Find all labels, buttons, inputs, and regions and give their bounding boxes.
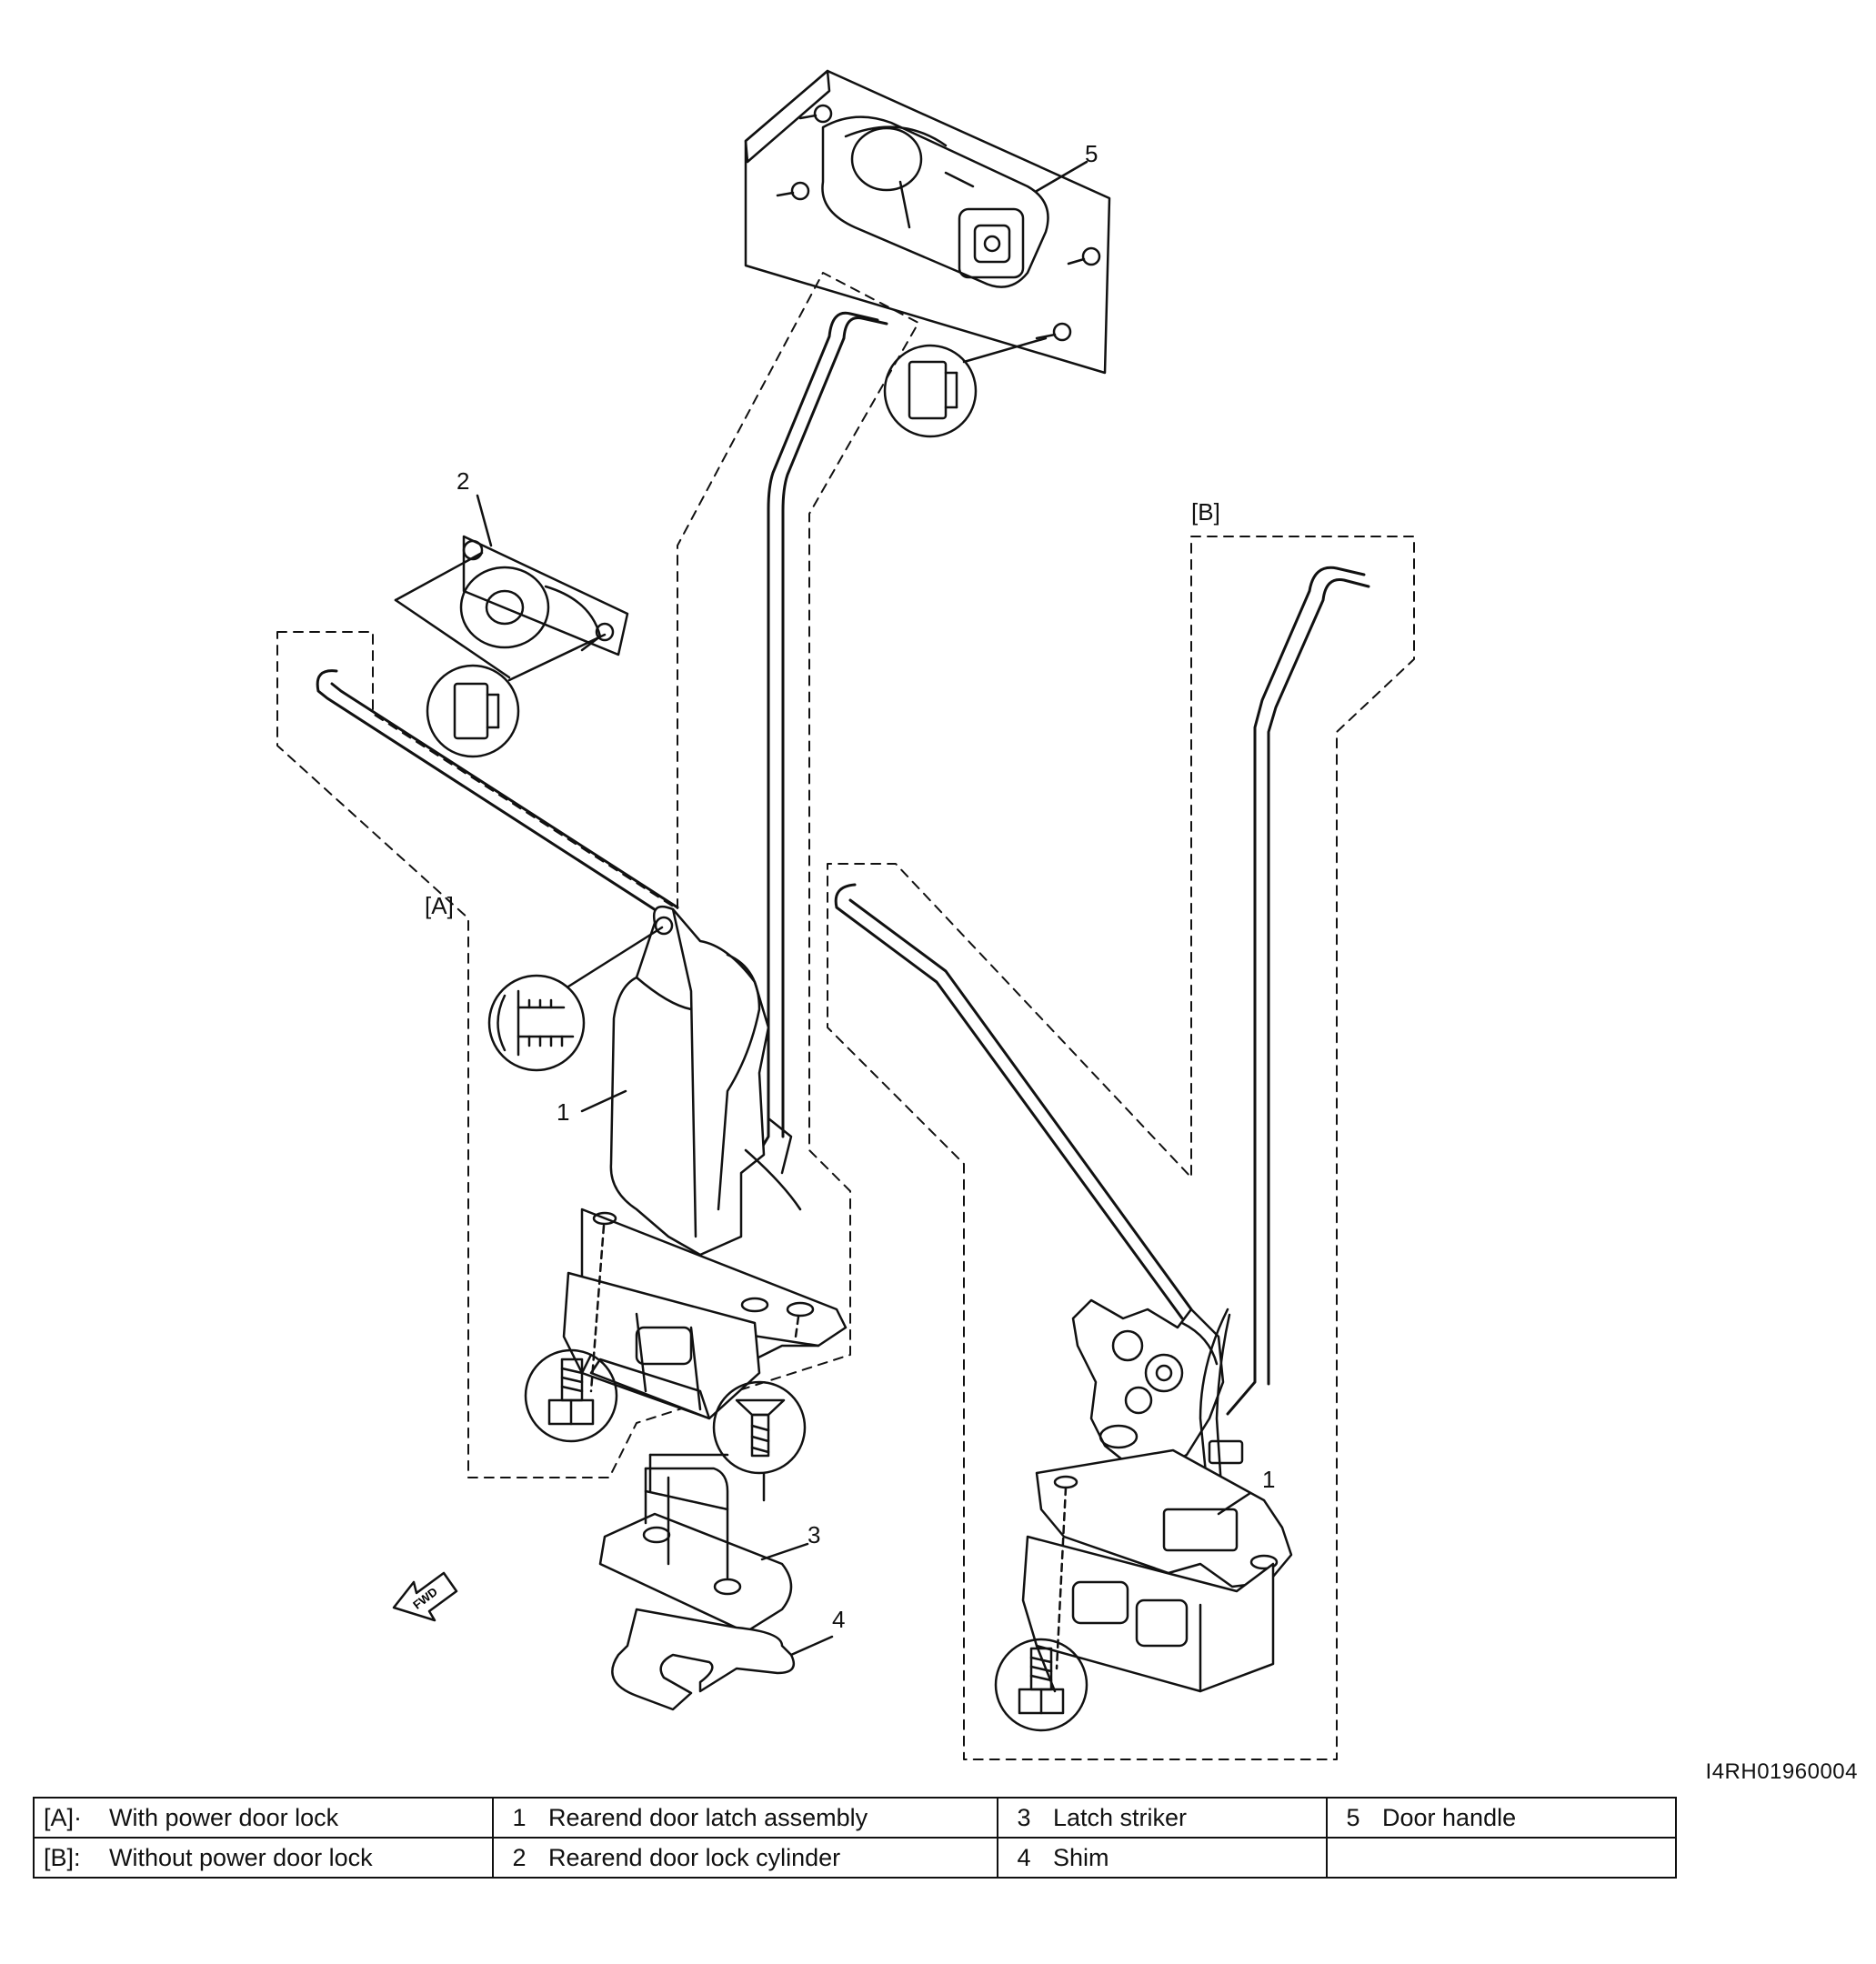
- callout-2: 2: [456, 467, 469, 495]
- legend-row: [B]: Without power door lock 2 Rearend doo…: [33, 1837, 1677, 1879]
- legend-label: Rearend door latch assembly: [548, 1803, 868, 1831]
- legend-key: 4: [1017, 1843, 1031, 1871]
- door-handle-part: [744, 69, 1111, 375]
- callout-1-latch-a: 1: [557, 1098, 569, 1126]
- legend-label: Without power door lock: [109, 1843, 373, 1871]
- shim-part: [611, 1608, 834, 1711]
- group-a-boundary: [276, 272, 919, 1478]
- legend-key: 1: [512, 1803, 527, 1831]
- latch-assembly-b: [1021, 1298, 1293, 1693]
- latch-fastener-symbol-a: [487, 926, 664, 1072]
- callout-3: 3: [808, 1521, 820, 1548]
- flange-nut-symbol: [883, 336, 1048, 438]
- lock-cylinder-part: [394, 494, 629, 679]
- legend-key: 3: [1017, 1803, 1031, 1831]
- callout-1-latch-b: 1: [1262, 1466, 1275, 1493]
- legend-key: [A]·: [44, 1803, 83, 1831]
- hex-bolt-symbol-a: [524, 1348, 618, 1443]
- legend-label: Latch striker: [1053, 1803, 1188, 1831]
- countersunk-screw-symbol: [648, 1380, 807, 1502]
- legend-key: 5: [1346, 1803, 1360, 1831]
- latch-assembly-a: [562, 905, 848, 1420]
- group-b-boundary: [827, 536, 1415, 1760]
- callout-5: 5: [1085, 140, 1098, 167]
- legend-cell: [1326, 1837, 1677, 1879]
- legend-label: Shim: [1053, 1843, 1109, 1871]
- legend-cell: 2 Rearend door lock cylinder: [492, 1837, 998, 1879]
- clip-symbol: [426, 633, 607, 758]
- legend-cell: 4 Shim: [997, 1837, 1328, 1879]
- forward-direction-arrow-icon: [392, 1571, 458, 1622]
- legend-cell: 5 Door handle: [1326, 1797, 1677, 1839]
- legend-key: [B]:: [44, 1843, 81, 1871]
- legend-label: Rearend door lock cylinder: [548, 1843, 841, 1871]
- legend-key: 2: [512, 1843, 527, 1871]
- latch-striker-part: [598, 1467, 809, 1634]
- figure-code: I4RH01960004: [1705, 1759, 1858, 1784]
- hex-bolt-symbol-b: [994, 1638, 1088, 1732]
- legend-row: [A]· With power door lock 1 Rearend door l…: [33, 1797, 1677, 1839]
- exploded-parts-diagram: 5 2 [A] [B] 1 1 3 4 FWD: [276, 69, 1415, 1760]
- legend-cell: 3 Latch striker: [997, 1797, 1328, 1839]
- callout-group-b: [B]: [1191, 498, 1220, 526]
- legend-label: Door handle: [1382, 1803, 1517, 1831]
- legend-label: With power door lock: [109, 1803, 339, 1831]
- legend-cell: 1 Rearend door latch assembly: [492, 1797, 998, 1839]
- callout-4: 4: [832, 1606, 845, 1633]
- legend-cell: [B]: Without power door lock: [33, 1837, 494, 1879]
- callout-group-a: [A]: [425, 892, 454, 919]
- legend-cell: [A]· With power door lock: [33, 1797, 494, 1839]
- control-rods: [316, 311, 1370, 1416]
